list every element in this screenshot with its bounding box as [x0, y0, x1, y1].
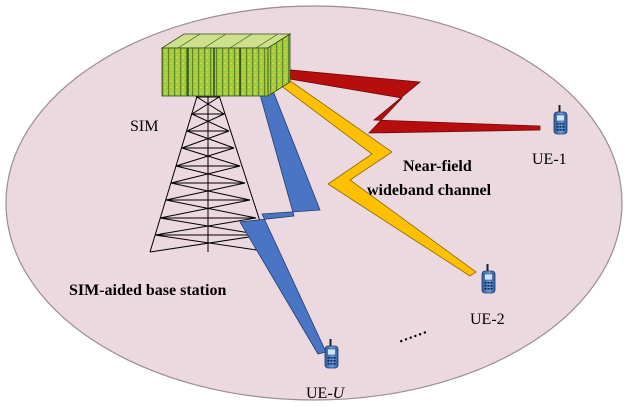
base-station-label: SIM-aided base station	[69, 282, 226, 299]
sim-label: SIM	[130, 118, 158, 135]
sim-panel-icon	[160, 33, 292, 97]
channel-label-line2: wideband channel	[367, 182, 492, 199]
ueU-label: UE-U	[306, 385, 346, 402]
channel-bolt-yellow	[250, 63, 477, 277]
tower-icon	[149, 79, 271, 253]
channel-label-line1: Near-field	[403, 158, 472, 175]
ueU-label-prefix: UE-	[306, 385, 333, 402]
channel-bolt-red	[247, 65, 541, 134]
ue2-label: UE-2	[470, 311, 505, 328]
ueU-label-index: U	[333, 385, 346, 402]
ue1-label: UE-1	[532, 151, 567, 168]
